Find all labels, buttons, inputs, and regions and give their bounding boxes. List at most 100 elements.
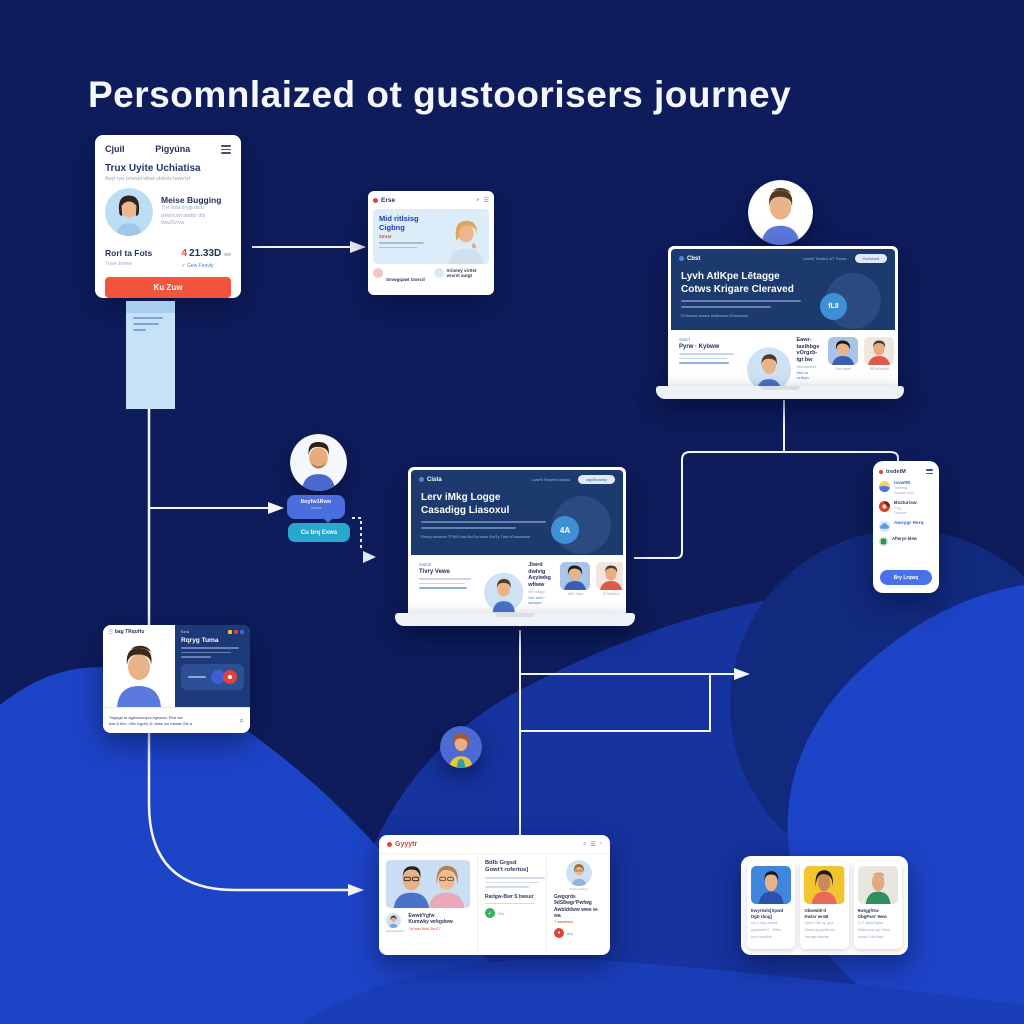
photo-woman-yellow	[804, 866, 845, 904]
team-article-title: Awblddww wws w-wa	[554, 906, 599, 919]
status-dot-yellow[interactable]	[228, 629, 232, 634]
person-card-title: ObgPwv' 9ww	[857, 913, 887, 919]
phone-list-item[interactable]: Afterye blew	[879, 536, 933, 547]
person-card[interactable]: Obwwbk'd Kwtsr wrsB Fgwr E Gbd wj, gww 7…	[800, 862, 849, 949]
member-tile[interactable]: WPwZwbbd	[864, 337, 895, 386]
browser-item[interactable]: Smwgqawt Gwrcd	[373, 268, 429, 286]
laptop-top-cta-button[interactable]: Gwtwrwd	[854, 254, 887, 263]
profile-stat-label: Rorl ta Fots	[105, 247, 153, 258]
video-heading: Rqryg Tuma	[181, 637, 219, 644]
member-tile[interactable]: 8734wu0d	[596, 562, 623, 613]
person-card[interactable]: Ewyrtwls[Spwd Dgb rbog] Aw, & dryg wwwwb…	[747, 862, 796, 949]
menu-icon[interactable]	[220, 143, 231, 156]
laptop-top-nav[interactable]: Lwwth Twwbw 4/7 Rwws	[802, 256, 847, 261]
hero-badge: 4A	[551, 516, 579, 544]
call-toggle[interactable]	[211, 669, 237, 684]
avatar-man-small	[483, 562, 524, 613]
team-red-line: 7 wwwbww	[554, 920, 573, 924]
menu-icon[interactable]: ☰	[483, 198, 489, 204]
photo-blonde-woman	[443, 214, 489, 264]
person-link[interactable]: Zwr wwr · wrtwyw	[528, 595, 546, 606]
video-app-name: bag TRquHu	[114, 629, 145, 635]
video-participant-man	[109, 639, 169, 707]
avatar-woman-bob	[105, 187, 153, 236]
person-name: vOrgzb-lgt bw	[796, 350, 818, 363]
phone-list-item[interactable]: IsswtM Twrsrwg Sylwwrr bwd	[879, 481, 933, 496]
browser-hero: Mid ritlsisg Cigbng Zmrer	[373, 209, 489, 264]
column-title: Pyrw · Kybww	[679, 344, 720, 350]
laptop-top-brand: Cbst	[687, 255, 701, 262]
video-call-card: ◳bag TRquHu Kind Rqryg Tuma Twgsge ta	[103, 625, 250, 733]
profile-stat-sub: Tryre Jrwnw	[105, 260, 133, 267]
chat-bubble-primary[interactable]: Itoyfw1Rwo Aclow	[287, 495, 345, 523]
status-dot-blue[interactable]	[240, 629, 244, 634]
video-control-panel	[181, 663, 244, 690]
avatar-woman-small	[440, 726, 482, 768]
person-sub: Wr wwgd	[528, 589, 545, 595]
profile-section-subtitle: Awyl ryw brtwwd wbwt ubbwts bwwrtyt	[105, 175, 191, 182]
avatar-icon	[373, 268, 383, 278]
app-logo-icon: ◳	[108, 629, 113, 635]
person-card-line: brdr KywzAkbs	[751, 934, 773, 939]
brand-logo-dot	[373, 198, 378, 203]
search-icon[interactable]: ⌕	[583, 840, 587, 847]
phone-cta-button[interactable]: Bry Lrqwq	[880, 570, 932, 585]
dashed-chat-to-laptop	[352, 517, 362, 550]
search-icon[interactable]: ⌕	[239, 715, 244, 725]
apps-icon[interactable]: ▫	[599, 841, 602, 847]
person-link[interactable]: Ww wr · wrtbyw	[796, 370, 811, 381]
profile-tab-center[interactable]: Pigyúna	[155, 144, 191, 155]
person-card-line: 7dwdbj wj ywyhtd wrb	[804, 927, 836, 932]
person-card[interactable]: 9wtggfOw ObgPwv' 9ww 7Lr7 dwhw7wgwd bx8b…	[853, 862, 902, 949]
person-card-line: 7Lr7 dwhw7wgwd	[857, 921, 883, 925]
leaf-icon	[879, 537, 888, 547]
laptop-center-hero-links[interactable]: Rwwy wwwrtw 7FWb7ww BwTw www GwTy 7ww b7…	[421, 534, 531, 539]
line-loop-return	[521, 675, 711, 732]
chat-bubble-secondary[interactable]: Cu brq Exws	[288, 523, 350, 542]
profile-cta-button[interactable]: Ku Zuw	[105, 276, 231, 298]
search-icon[interactable]: ⌕	[476, 197, 480, 203]
person-card-title: 9wtggfOw	[857, 908, 879, 913]
person-card-title: Dgb rbog]	[751, 913, 772, 919]
menu-icon[interactable]	[926, 467, 933, 476]
column-title: Tivry Vewe	[419, 569, 450, 575]
laptop-center-cta-button[interactable]: wgrBwwtwy	[578, 475, 615, 484]
laptop-top-hero-links[interactable]: R7wrwwt wwww bw8wwrw 87wwrwwr	[681, 313, 749, 318]
status-dot-red[interactable]	[234, 629, 238, 634]
stat-value: 21.33D	[189, 247, 222, 259]
person-name: Eawr-tasthbge	[796, 337, 820, 350]
tile-label: Auv rwme	[835, 367, 852, 371]
avatar-woman-tiny	[386, 913, 401, 928]
person-card-title: Kwtsr wrsB	[804, 913, 829, 919]
chart-icon	[879, 501, 890, 513]
laptop-center-nav[interactable]: Lwwrh Rwwbw Awwst	[531, 477, 571, 482]
photo-couple	[386, 860, 470, 908]
member-tile[interactable]: W21 4ww	[560, 562, 591, 613]
phone-list-item[interactable]: Bszturisw Yryg 7wbwwr	[879, 501, 933, 516]
phone-item-sub: 7wbwwr	[894, 511, 907, 516]
team-article-title: Gowt't rofertus]	[485, 867, 529, 874]
site-logo-dot	[419, 477, 424, 482]
phone-item-label: Afterye blew	[892, 536, 917, 542]
phone-list-item[interactable]: Awsygr Rerq	[879, 521, 933, 533]
stat-link[interactable]: ✓ Gew Feavly	[181, 262, 214, 269]
stat-flag: 4	[181, 247, 188, 259]
laptop-top-hero-title-2: Cotws Krigare Cleraved	[681, 283, 794, 295]
line-split-laptop-phone	[634, 451, 899, 559]
menu-icon[interactable]: ☰	[590, 841, 596, 848]
video-caption-line: bwr 8 bhc. Ofw Ugcrfy D, Asfw wu trbwat …	[109, 720, 192, 726]
browser-item[interactable]: Sriistey virttet vexrst autgt	[433, 268, 490, 286]
browser-card: Erse ⌕ ☰ Mid ritlsisg Cigbng Zmrer Smwgq…	[368, 191, 494, 295]
tile-label: WPwZwbbd	[869, 367, 889, 371]
avatar-caption: bwwrwwbwwr	[386, 929, 405, 933]
tile-label: W21 4ww	[567, 592, 583, 596]
browser-hero-link[interactable]: Zmrer	[379, 234, 392, 240]
check-icon: ✓	[485, 908, 495, 919]
chat-bubble-title: Itoyfw1Rwo	[300, 499, 332, 505]
folder-icon	[879, 481, 890, 492]
profile-tab-left[interactable]: Cjuil	[105, 144, 125, 155]
team-person-name: Kumwky wrkgdww	[408, 919, 453, 926]
phone-item-sub: Sylwwrr bwd	[894, 491, 914, 496]
member-tile[interactable]: Auv rwme	[828, 337, 859, 386]
